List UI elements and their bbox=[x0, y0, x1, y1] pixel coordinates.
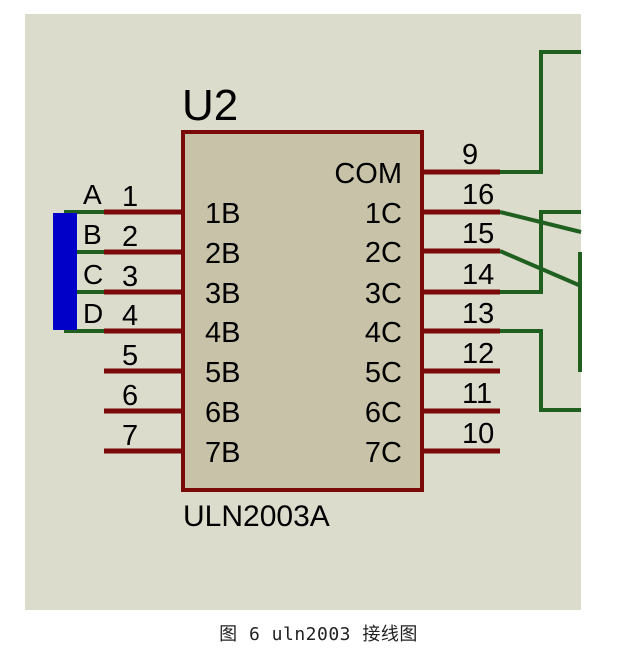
pin-label-6c: 6C bbox=[365, 397, 402, 429]
pin-number-15: 15 bbox=[462, 218, 494, 250]
pin-label-2b: 2B bbox=[205, 238, 240, 270]
net-label-d: D bbox=[83, 298, 103, 329]
figure-caption: 图 6 uln2003 接线图 bbox=[219, 624, 418, 645]
component-part: ULN2003A bbox=[183, 500, 330, 533]
component-ref: U2 bbox=[182, 81, 238, 130]
pin-number-16: 16 bbox=[462, 179, 494, 211]
pin-label-3b: 3B bbox=[205, 278, 240, 310]
pin-number-13: 13 bbox=[462, 298, 494, 330]
net-label-c: C bbox=[83, 259, 103, 290]
pin-label-com: COM bbox=[334, 158, 402, 190]
net-label-a: A bbox=[83, 179, 102, 210]
pin-label-4b: 4B bbox=[205, 317, 240, 349]
pin-label-7b: 7B bbox=[205, 437, 240, 469]
pin-label-6b: 6B bbox=[205, 397, 240, 429]
pin-number-4: 4 bbox=[122, 300, 138, 332]
chip-body bbox=[181, 130, 424, 492]
pin-number-6: 6 bbox=[122, 380, 138, 412]
pin-label-5b: 5B bbox=[205, 357, 240, 389]
pin-label-1c: 1C bbox=[365, 198, 402, 230]
pin-label-3c: 3C bbox=[365, 278, 402, 310]
pin-label-5c: 5C bbox=[365, 357, 402, 389]
pin-number-11: 11 bbox=[462, 378, 492, 410]
pin-label-7c: 7C bbox=[365, 437, 402, 469]
pin-number-5: 5 bbox=[122, 340, 138, 372]
pin-label-2c: 2C bbox=[365, 237, 402, 269]
pin-number-10: 10 bbox=[462, 418, 494, 450]
pin-number-9: 9 bbox=[462, 139, 478, 171]
pin-number-2: 2 bbox=[122, 221, 138, 253]
wire-4c bbox=[500, 329, 581, 412]
wire-3c bbox=[500, 210, 581, 294]
pin-number-14: 14 bbox=[462, 259, 494, 291]
net-label-b: B bbox=[83, 219, 102, 250]
pin-number-12: 12 bbox=[462, 338, 494, 370]
input-connector bbox=[53, 213, 77, 330]
pin-lines bbox=[104, 169, 500, 454]
pin-number-7: 7 bbox=[122, 420, 138, 452]
pin-number-3: 3 bbox=[122, 261, 138, 293]
pin-label-1b: 1B bbox=[205, 198, 240, 230]
pin-number-1: 1 bbox=[122, 181, 138, 213]
pin-label-4c: 4C bbox=[365, 317, 402, 349]
